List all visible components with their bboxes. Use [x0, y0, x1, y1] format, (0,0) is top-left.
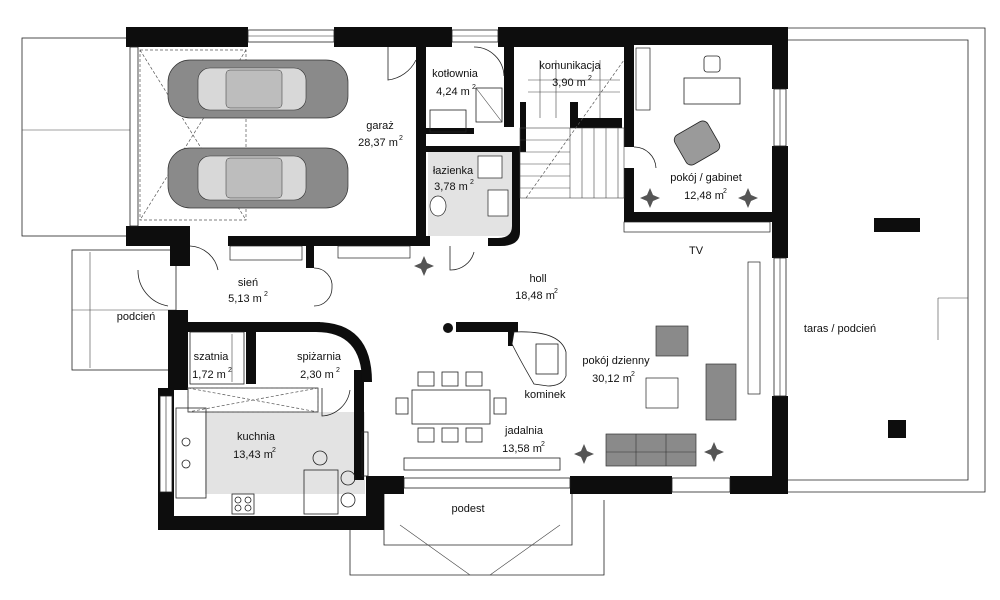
svg-text:komunikacja: komunikacja: [539, 60, 601, 72]
svg-text:spiżarnia: spiżarnia: [297, 351, 342, 363]
svg-text:jadalnia: jadalnia: [504, 425, 544, 437]
walls: [126, 27, 920, 530]
coat-rack: [189, 331, 245, 385]
room-label-gabinet: pokój / gabinet 12,48 m 2: [670, 172, 742, 202]
dining-table: [395, 371, 561, 471]
svg-text:łazienka: łazienka: [433, 165, 474, 177]
svg-text:2: 2: [264, 291, 268, 298]
label-tv: TV: [689, 245, 704, 257]
svg-text:2: 2: [554, 288, 558, 295]
svg-text:pokój dzienny: pokój dzienny: [582, 355, 650, 367]
room-label-spizarnia: spiżarnia 2,30 m 2: [297, 351, 342, 381]
room-label-komunikacja: komunikacja 3,90 m 2: [539, 60, 601, 89]
svg-text:1,72 m: 1,72 m: [192, 369, 226, 381]
room-label-pokoj-dzienny: pokój dzienny 30,12 m 2: [582, 355, 650, 385]
car-top: [167, 59, 349, 119]
svg-text:3,90 m: 3,90 m: [552, 77, 586, 89]
svg-text:13,58 m: 13,58 m: [502, 443, 542, 455]
svg-text:2: 2: [228, 367, 232, 374]
svg-text:2: 2: [272, 447, 276, 454]
bathroom-curved-wall: [488, 150, 520, 246]
label-podcien: podcień: [117, 311, 156, 323]
svg-text:pokój / gabinet: pokój / gabinet: [670, 172, 742, 184]
svg-text:18,48 m: 18,48 m: [515, 290, 555, 302]
svg-text:4,24 m: 4,24 m: [436, 86, 470, 98]
svg-text:2: 2: [723, 188, 727, 195]
windows: [129, 29, 787, 493]
bathroom-fixtures: [429, 155, 509, 217]
sien-radiator: [229, 245, 411, 261]
room-label-garaz: garaż 28,37 m 2: [358, 120, 403, 149]
svg-text:kuchnia: kuchnia: [237, 431, 276, 443]
room-label-jadalnia: jadalnia 13,58 m 2: [502, 425, 545, 455]
svg-text:2: 2: [336, 367, 340, 374]
doors: [137, 46, 657, 417]
svg-text:2: 2: [541, 441, 545, 448]
kitchen-furniture: [175, 387, 369, 515]
fireplace: [443, 323, 567, 387]
label-podest: podest: [451, 503, 484, 515]
svg-text:3,78 m: 3,78 m: [434, 181, 468, 193]
boiler-room-fixtures: [429, 87, 503, 133]
room-area: 28,37 m: [358, 137, 398, 149]
living-room-furniture: [605, 221, 771, 467]
svg-text:28,37 m: 28,37 m: [358, 137, 398, 149]
svg-text:szatnia: szatnia: [194, 351, 230, 363]
svg-text:2: 2: [472, 84, 476, 91]
kitchen-floor: [205, 412, 365, 494]
svg-text:holl: holl: [529, 273, 546, 285]
plant-icons: [414, 188, 758, 464]
office-furniture: [635, 47, 741, 166]
svg-text:2,30 m: 2,30 m: [300, 369, 334, 381]
room-label-sien: sień 5,13 m 2: [228, 277, 268, 305]
svg-text:5,13 m: 5,13 m: [228, 293, 262, 305]
label-taras: taras / podcień: [804, 323, 876, 335]
room-area-sup: 2: [399, 135, 403, 142]
room-label-lazienka: łazienka 3,78 m 2: [433, 165, 474, 193]
staircase: [519, 59, 625, 199]
label-kominek: kominek: [525, 389, 566, 401]
pantry-curved-wall: [316, 322, 372, 382]
car-bottom: [167, 147, 349, 209]
svg-text:12,48 m: 12,48 m: [684, 190, 724, 202]
room-label-holl: holl 18,48 m 2: [515, 273, 558, 302]
svg-text:2: 2: [470, 179, 474, 186]
svg-text:30,12 m: 30,12 m: [592, 373, 632, 385]
room-label-kuchnia: kuchnia 13,43 m 2: [233, 431, 276, 461]
svg-text:2: 2: [631, 371, 635, 378]
room-label-szatnia: szatnia 1,72 m 2: [192, 351, 232, 381]
room-label-kotlownia: kotłownia 4,24 m 2: [432, 68, 479, 98]
svg-text:kotłownia: kotłownia: [432, 68, 479, 80]
svg-text:2: 2: [588, 75, 592, 82]
svg-text:sień: sień: [238, 277, 258, 289]
svg-text:13,43 m: 13,43 m: [233, 449, 273, 461]
room-name: garaż: [366, 120, 394, 132]
